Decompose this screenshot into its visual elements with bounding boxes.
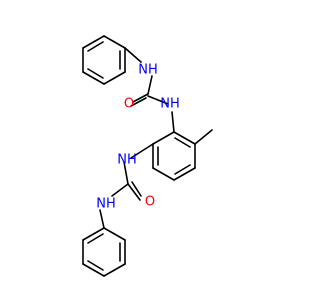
bond [147,95,169,105]
atom-o-lower: O [145,195,155,210]
bond [130,143,154,159]
bond [87,41,104,52]
bond [87,233,104,244]
atom-nh-upper-right: NH [160,97,180,112]
bond [123,161,129,185]
bond [87,68,104,79]
bond [147,75,153,95]
methyl-bond [194,129,213,145]
bond [152,167,175,181]
bond [111,183,129,197]
bond [103,263,126,277]
bond [82,71,105,85]
bond [174,137,191,148]
bond [127,183,141,201]
bond [124,47,142,63]
bond [103,35,126,49]
bond [173,131,196,145]
atom-o-upper: O [124,97,134,112]
atom-label-layer: NH O NH NH NH O [96,63,180,212]
bond [103,227,126,241]
bond [171,111,175,133]
bond [82,35,105,49]
bond [173,167,196,181]
bond [82,227,105,241]
bond [132,93,149,103]
bond-layer [82,35,213,277]
bond [130,97,147,107]
bond [152,131,175,145]
atom-nh-lower-left: NH [117,153,137,168]
bond [103,71,126,85]
bond [174,164,191,175]
atom-nh-lower: NH [96,197,116,212]
bond [87,260,104,271]
chemical-structure: NH O NH NH NH O [82,35,213,277]
atom-nh-upper: NH [138,63,158,78]
bond [99,209,105,229]
bond [82,263,105,277]
bond [131,181,142,197]
